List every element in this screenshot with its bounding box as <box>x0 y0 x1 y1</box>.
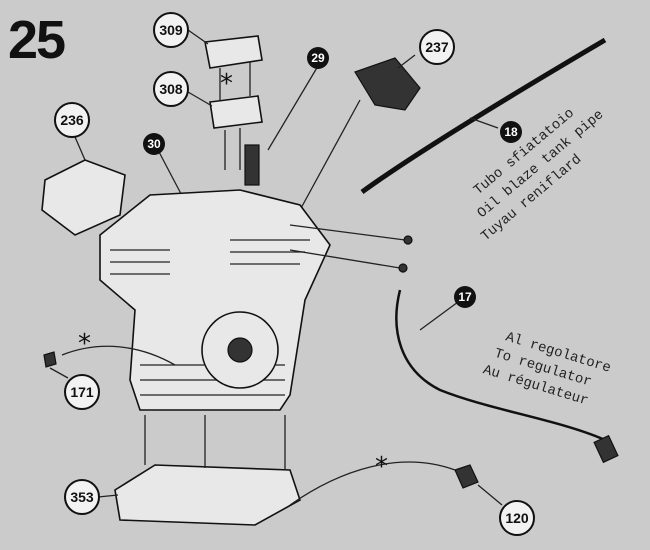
svg-text:171: 171 <box>70 384 94 400</box>
leader-237 <box>299 54 416 211</box>
crankshaft-hub <box>227 337 253 363</box>
sensor-120 <box>454 464 479 489</box>
figure-number: 25 <box>8 10 65 70</box>
callout-18: 18 <box>500 121 522 143</box>
wire-connector <box>593 434 619 464</box>
callout-17: 17 <box>454 286 476 308</box>
svg-text:236: 236 <box>60 112 84 128</box>
svg-text:237: 237 <box>425 39 449 55</box>
callout-308: 308 <box>153 71 189 107</box>
svg-text:18: 18 <box>504 125 518 139</box>
svg-text:353: 353 <box>70 489 94 505</box>
screw-lines <box>289 224 406 269</box>
callout-237: 237 <box>419 29 455 65</box>
svg-text:309: 309 <box>159 22 183 38</box>
svg-text:120: 120 <box>505 510 529 526</box>
sump-353 <box>114 464 301 526</box>
spring-29 <box>244 144 260 186</box>
screw <box>398 263 408 273</box>
note-line: Oil blaze tank pipe <box>475 107 608 222</box>
regulator-note: Al regolatore To regulator Au régulateur <box>481 329 613 409</box>
callout-171: 171 <box>64 374 100 410</box>
sump-bolt-lines <box>97 415 286 498</box>
box-308 <box>209 95 263 129</box>
plug-171 <box>43 351 57 368</box>
leader-29 <box>267 65 319 151</box>
filter-237 <box>354 57 421 111</box>
rocker-cover-236 <box>41 159 126 236</box>
asterisk: * <box>220 69 233 99</box>
asterisk: * <box>375 452 388 482</box>
leaders-309-308 <box>187 29 213 107</box>
leader-17 <box>419 301 459 331</box>
svg-text:17: 17 <box>458 290 472 304</box>
screw <box>403 235 413 245</box>
cover-309 <box>204 35 263 69</box>
svg-text:30: 30 <box>147 137 161 151</box>
svg-text:308: 308 <box>159 81 183 97</box>
cylinder-fins <box>110 239 310 275</box>
callout-309: 309 <box>153 12 189 48</box>
callout-236: 236 <box>54 102 90 138</box>
leader-120 <box>289 461 503 506</box>
callout-29: 29 <box>307 47 329 69</box>
svg-text:29: 29 <box>311 51 325 65</box>
asterisk: * <box>78 329 91 359</box>
callout-30: 30 <box>143 133 165 155</box>
assembly-lines <box>219 62 251 170</box>
callout-353: 353 <box>64 479 100 515</box>
regulator-wire <box>395 289 606 442</box>
leader-18 <box>469 117 499 129</box>
leader-171-line <box>61 345 176 366</box>
callout-120: 120 <box>499 500 535 536</box>
leader-171 <box>49 367 69 379</box>
